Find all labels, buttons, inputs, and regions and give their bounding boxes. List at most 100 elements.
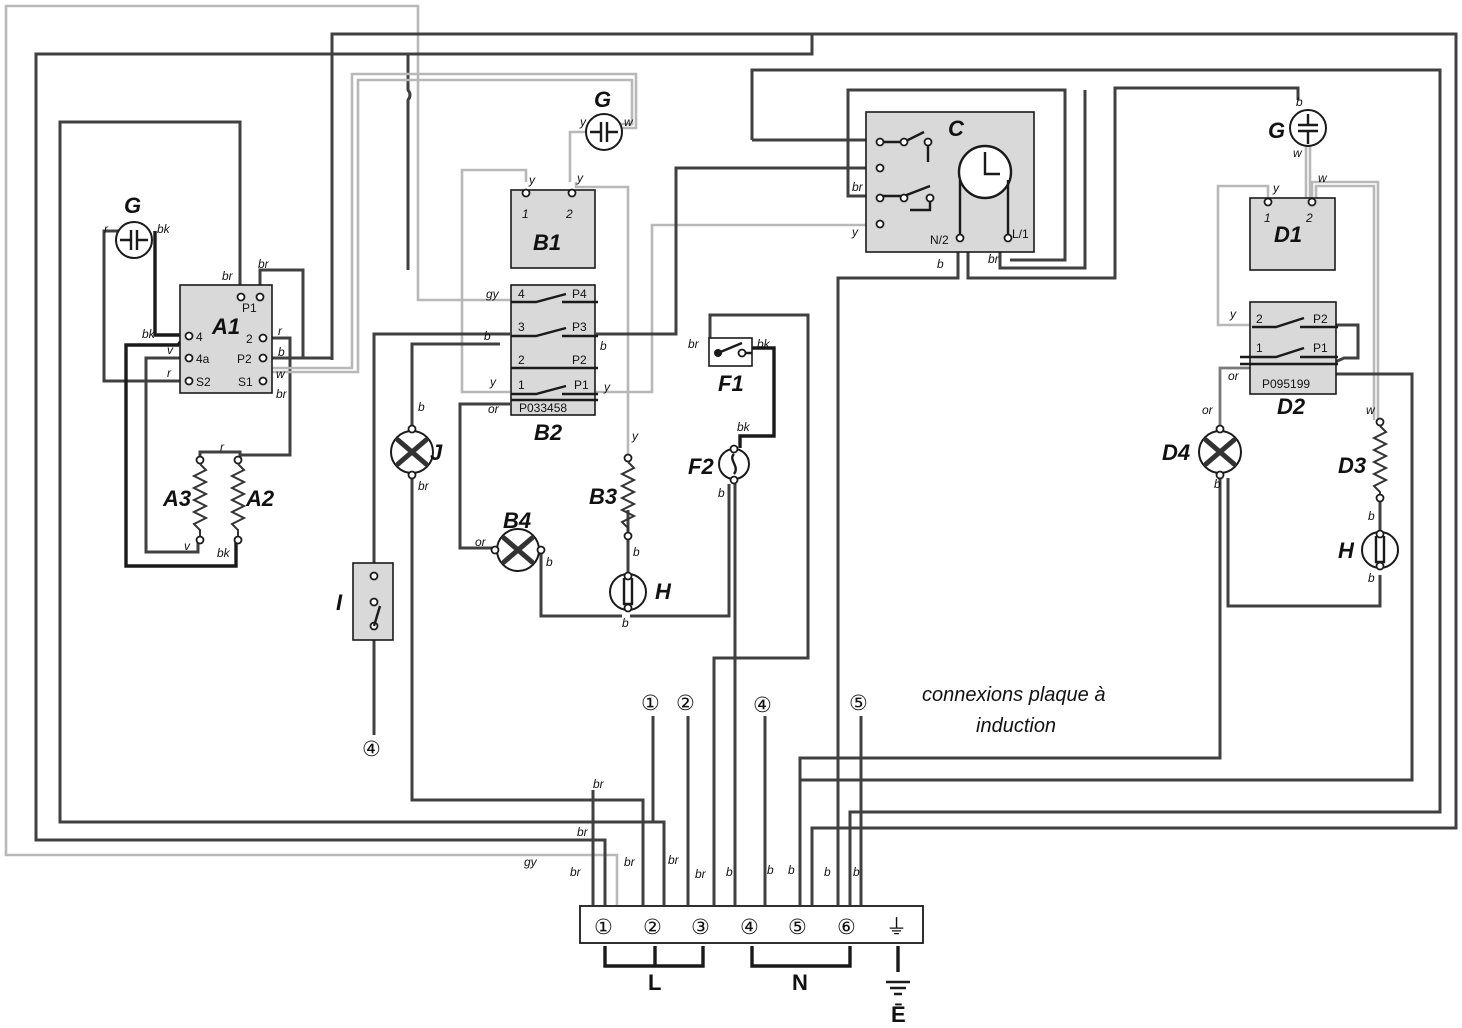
wire-c-n [836, 240, 960, 905]
d1-pin-2: 2 [1305, 211, 1313, 225]
d2-part-number: P095199 [1262, 377, 1310, 391]
b2-pin-p1: P1 [574, 378, 589, 392]
wire-b4-h [539, 552, 622, 618]
svg-text:bk: bk [737, 420, 751, 434]
svg-text:b: b [1368, 509, 1375, 523]
component-D3: D3 [1338, 417, 1389, 503]
svg-text:br: br [577, 825, 589, 839]
component-B3: B3 [589, 453, 637, 541]
svg-text:b: b [278, 345, 285, 359]
svg-text:y: y [603, 380, 611, 394]
b1-pin-1: 1 [522, 207, 529, 221]
earth-ground-icon [886, 980, 910, 996]
b4-label: B4 [503, 508, 531, 533]
component-J: J [390, 424, 443, 480]
component-I: I [336, 562, 394, 641]
wire-a1-w [270, 72, 638, 370]
component-A2: A2 [229, 455, 275, 545]
wire-c-right [998, 90, 1087, 270]
wire-a1-p1b [258, 268, 305, 360]
svg-text:b: b [633, 545, 640, 559]
svg-text:w: w [1293, 146, 1303, 160]
svg-text:or: or [1228, 369, 1240, 383]
wire-a1-4 [124, 231, 238, 568]
wire-top-c [330, 32, 1458, 905]
bus-N [750, 946, 852, 968]
wire-top-c2 [718, 34, 814, 56]
c-pin-l1: L/1 [1012, 227, 1029, 241]
ref-1: ① [641, 691, 660, 715]
induction-note: connexions plaque à induction [922, 684, 1105, 737]
component-C: C N/2 L/1 [865, 111, 1035, 253]
svg-text:br: br [276, 387, 288, 401]
terminal-3: ③ [691, 915, 710, 939]
i-label: I [336, 590, 343, 615]
b2-part-number: P033458 [519, 401, 567, 415]
svg-text:b: b [546, 555, 553, 569]
b1-pin-2: 2 [565, 207, 573, 221]
c-pin-n2: N/2 [930, 233, 949, 247]
svg-text:b: b [600, 339, 607, 353]
b2-pin-p2: P2 [572, 353, 587, 367]
terminal-1: ① [594, 915, 613, 939]
wire-d4-h [1226, 478, 1382, 608]
component-B2: 4 3 2 1 P4 P3 P2 P1 P033458 B2 [510, 284, 598, 445]
svg-text:br: br [258, 257, 270, 271]
circled-references: ① ② ④ ⑤ ④ [362, 691, 868, 761]
svg-text:w: w [276, 367, 286, 381]
wire-d4-down [798, 478, 1222, 905]
ref-4-left: ④ [362, 737, 381, 761]
svg-text:br: br [852, 180, 864, 194]
b3-label: B3 [589, 484, 617, 509]
svg-text:bk: bk [142, 327, 156, 341]
a1-box [179, 284, 273, 394]
g-right-label: G [1268, 118, 1285, 143]
svg-text:b: b [726, 865, 733, 879]
earth-label: Ē [891, 1002, 906, 1027]
svg-text:v: v [167, 343, 174, 357]
svg-text:or: or [475, 535, 487, 549]
wire-f1-left [708, 313, 810, 905]
wire-d1-2w2 [1314, 184, 1376, 420]
component-H-right: H [1338, 529, 1399, 571]
h-mid-label: H [655, 579, 672, 604]
g-mid-label: G [594, 87, 611, 112]
terminal-4: ④ [740, 915, 759, 939]
svg-text:b: b [824, 865, 831, 879]
component-D4: D4 [1162, 424, 1242, 480]
wire-f1-right [738, 346, 776, 448]
d1-pin-1: 1 [1264, 211, 1271, 225]
wire-d1-1 [1216, 184, 1270, 327]
svg-text:w: w [1318, 171, 1328, 185]
b2-pin-2: 2 [518, 353, 525, 367]
svg-text:b: b [484, 329, 491, 343]
component-G-left: G [115, 193, 153, 259]
svg-text:y: y [579, 115, 587, 129]
svg-text:br: br [988, 252, 1000, 266]
ref-4: ④ [753, 693, 772, 717]
svg-text:y: y [1229, 307, 1237, 321]
terminal-5: ⑤ [788, 915, 807, 939]
b1-label: B1 [533, 230, 561, 255]
b2-pin-1: 1 [518, 378, 525, 392]
a3-label: A3 [162, 486, 191, 511]
component-F1: F1 [708, 337, 753, 396]
terminal-earth: ⏚ [886, 915, 907, 939]
component-B4: B4 [490, 508, 546, 572]
terminal-2: ② [643, 915, 662, 939]
svg-text:w: w [1366, 403, 1376, 417]
d2-pin-p1: P1 [1313, 341, 1328, 355]
svg-text:y: y [576, 171, 584, 185]
group-N: N [792, 970, 808, 995]
d1-label: D1 [1274, 222, 1302, 247]
svg-text:b: b [718, 486, 725, 500]
svg-text:w: w [624, 115, 634, 129]
svg-text:bk: bk [157, 222, 171, 236]
svg-text:b: b [1214, 477, 1221, 491]
svg-text:or: or [1202, 403, 1214, 417]
svg-text:br: br [668, 853, 680, 867]
svg-text:gy: gy [524, 855, 538, 869]
svg-text:y: y [489, 375, 497, 389]
d2-label: D2 [1277, 394, 1306, 419]
